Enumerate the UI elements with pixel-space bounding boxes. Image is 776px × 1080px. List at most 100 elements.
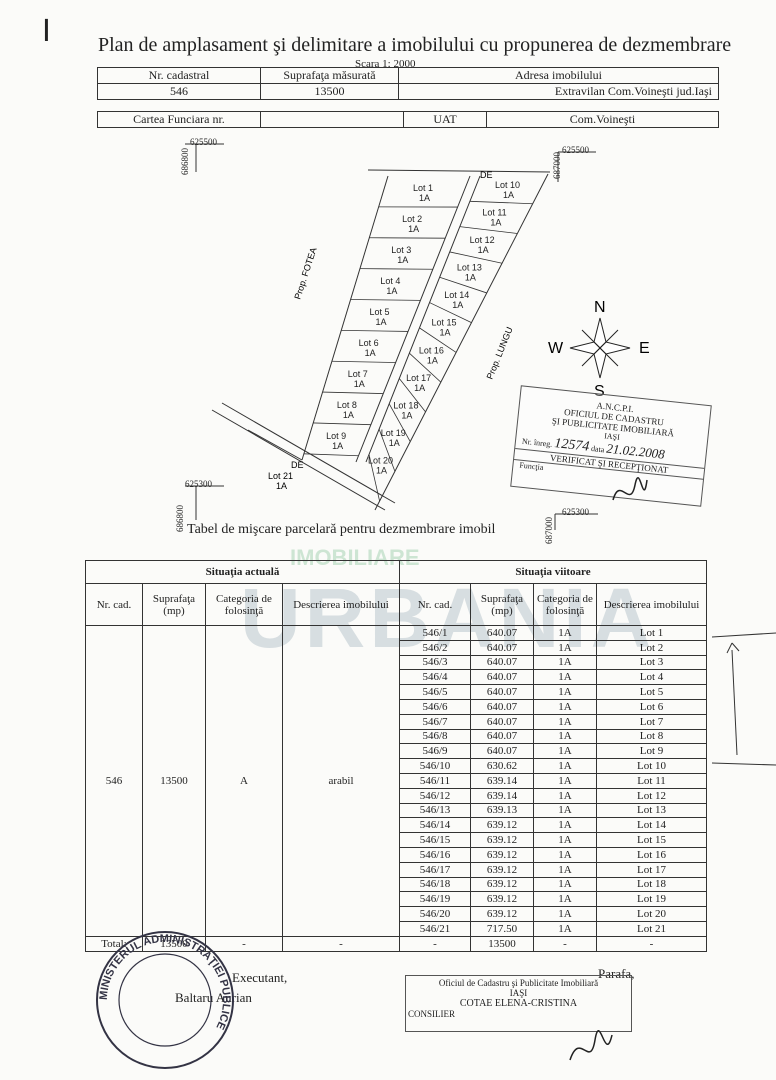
plan-lot-cat: 1A bbox=[332, 441, 343, 451]
future-cat: 1A bbox=[533, 817, 597, 834]
seal-text: MINISTERUL ADMINISTRAŢIEI PUBLICE bbox=[98, 933, 232, 1031]
future-supr: 639.12 bbox=[470, 832, 534, 848]
plan-lot-label: Lot 16 bbox=[419, 345, 444, 355]
future-nr: 546/2 bbox=[399, 639, 471, 656]
plan-lot-label: Lot 7 bbox=[348, 369, 368, 379]
future-nr: 546/13 bbox=[399, 802, 471, 819]
future-cat: 1A bbox=[533, 728, 597, 745]
plan-lot-cat: 1A bbox=[376, 465, 387, 475]
future-nr: 546/15 bbox=[399, 832, 471, 848]
plan-lot-label: Lot 2 bbox=[402, 214, 422, 224]
future-cat: 1A bbox=[533, 920, 597, 937]
future-desc: Lot 1 bbox=[596, 625, 707, 641]
plan-lot-cat: 1A bbox=[490, 218, 501, 228]
future-nr: 546/11 bbox=[399, 772, 471, 789]
plan-lot-cat: 1A bbox=[465, 273, 476, 283]
col-actual-nr: Nr. cad. bbox=[85, 583, 143, 626]
carte-funciara-table: Cartea Funciara nr. UAT Com.Voineşti bbox=[97, 111, 719, 128]
coord-tl-x: 625500 bbox=[190, 137, 217, 147]
plan-lot-cat: 1A bbox=[354, 379, 365, 389]
oficiul-stamp: Oficiul de Cadastru şi Publicitate Imobi… bbox=[405, 975, 632, 1032]
lot-boundary-left bbox=[359, 268, 433, 270]
lot-21-cat: 1A bbox=[276, 481, 287, 491]
future-desc: Lot 3 bbox=[596, 654, 707, 671]
future-nr: 546/6 bbox=[399, 698, 471, 715]
de-label-top: DE bbox=[480, 170, 493, 180]
plan-lot-cat: 1A bbox=[389, 438, 400, 448]
future-desc: Lot 21 bbox=[596, 920, 707, 937]
oficiul-city: IAŞI bbox=[509, 988, 528, 998]
plan-lot-cat: 1A bbox=[503, 190, 514, 200]
future-nr: 546/10 bbox=[399, 758, 471, 774]
future-supr: 640.07 bbox=[470, 698, 534, 715]
future-supr: 639.12 bbox=[470, 891, 534, 908]
future-desc: Lot 7 bbox=[596, 713, 707, 730]
lot-boundary-left bbox=[322, 391, 384, 395]
future-nr: 546/7 bbox=[399, 713, 471, 730]
parafa-label: Parafa, bbox=[598, 966, 635, 981]
plan-lot-cat: 1A bbox=[440, 328, 451, 338]
ministry-seal: MINISTERUL ADMINISTRAŢIEI PUBLICE bbox=[96, 931, 234, 1069]
plan-lot-label: Lot 1 bbox=[413, 183, 433, 193]
total-supr_future: 13500 bbox=[470, 935, 534, 952]
situatia-actuala-header: Situaţia actuală bbox=[85, 560, 400, 584]
future-desc: Lot 6 bbox=[596, 698, 707, 715]
future-cat: 1A bbox=[533, 758, 597, 774]
plan-lot-label: Lot 8 bbox=[337, 400, 357, 410]
future-desc: Lot 12 bbox=[596, 787, 707, 804]
future-desc: Lot 5 bbox=[596, 684, 707, 700]
de-label-bottom: DE bbox=[291, 460, 304, 470]
stamp-nr-label: Nr. înreg. bbox=[521, 436, 553, 449]
col-actual-supr: Suprafaţa (mp) bbox=[142, 583, 206, 626]
future-supr: 640.07 bbox=[470, 625, 534, 641]
lot-boundary-left bbox=[303, 453, 359, 457]
suprafata-label: Suprafaţa măsurată bbox=[260, 67, 399, 84]
future-nr: 546/1 bbox=[399, 625, 471, 641]
total-dash3: - bbox=[399, 935, 471, 952]
future-nr: 546/21 bbox=[399, 920, 471, 937]
plan-lot-cat: 1A bbox=[452, 300, 463, 310]
future-cat: 1A bbox=[533, 684, 597, 700]
future-desc: Lot 4 bbox=[596, 669, 707, 686]
actual-desc: arabil bbox=[282, 625, 400, 937]
future-supr: 640.07 bbox=[470, 669, 534, 686]
prop-fotea-label: Prop. FOTEA bbox=[292, 246, 318, 300]
future-desc: Lot 15 bbox=[596, 832, 707, 848]
lot-boundary-right bbox=[419, 327, 457, 353]
total-dash5: - bbox=[596, 935, 707, 952]
future-supr: 639.12 bbox=[470, 861, 534, 878]
cadastral-header-table: Nr. cadastral Suprafaţa măsurată Adresa … bbox=[97, 67, 719, 100]
coord-tr-x: 625500 bbox=[562, 145, 589, 155]
future-supr: 640.07 bbox=[470, 713, 534, 730]
plan-lot-label: Lot 11 bbox=[482, 208, 506, 218]
future-cat: 1A bbox=[533, 846, 597, 863]
plan-lot-label: Lot 19 bbox=[381, 428, 406, 438]
coord-bl-x: 625300 bbox=[185, 479, 212, 489]
future-nr: 546/4 bbox=[399, 669, 471, 686]
total-dash4: - bbox=[533, 935, 597, 952]
compass-e: E bbox=[639, 340, 650, 357]
plan-lot-label: Lot 10 bbox=[495, 180, 520, 190]
future-desc: Lot 8 bbox=[596, 728, 707, 745]
parcel-movement-table: Situaţia actuală Situaţia viitoare Nr. c… bbox=[85, 560, 707, 952]
future-nr: 546/3 bbox=[399, 654, 471, 671]
future-supr: 717.50 bbox=[470, 920, 534, 937]
col-actual-cat: Categoria de folosinţă bbox=[205, 583, 283, 626]
plan-lot-label: Lot 17 bbox=[406, 373, 431, 383]
future-cat: 1A bbox=[533, 876, 597, 893]
lot-boundary-right bbox=[398, 378, 426, 413]
lot-21-label: Lot 21 bbox=[268, 471, 293, 481]
lot-boundary-left bbox=[341, 329, 409, 332]
plan-lot-label: Lot 6 bbox=[359, 338, 379, 348]
plan-lot-cat: 1A bbox=[397, 255, 408, 265]
future-supr: 639.13 bbox=[470, 802, 534, 819]
